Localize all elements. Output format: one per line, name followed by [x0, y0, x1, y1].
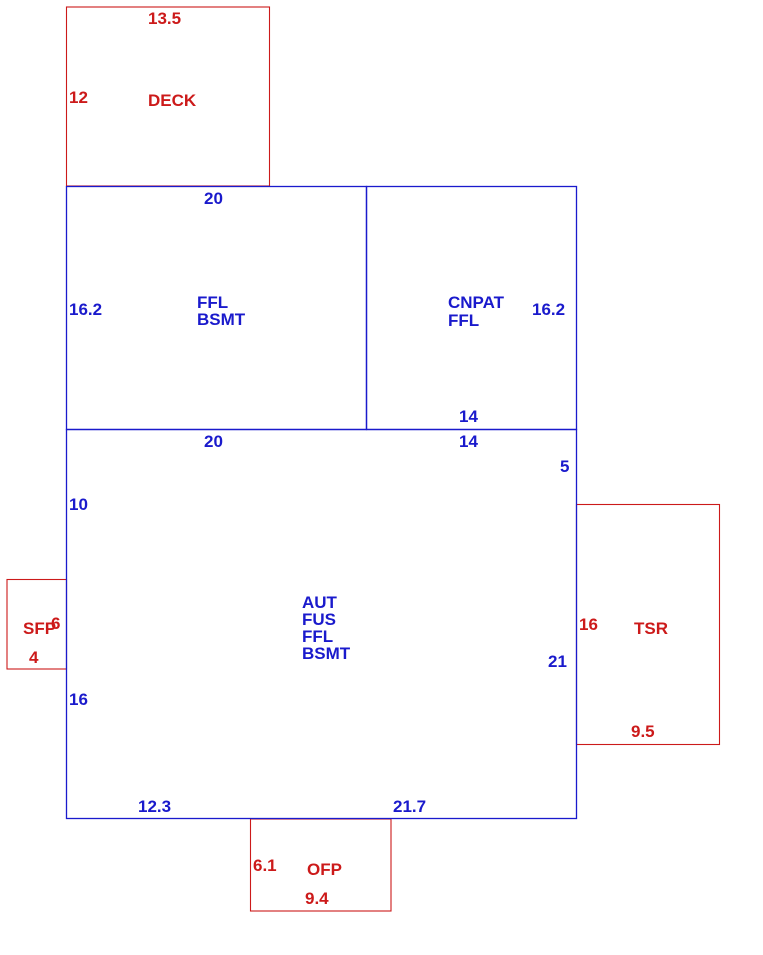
- main-right-top-dimension: 5: [560, 457, 569, 476]
- main-bottom-left-dimension: 12.3: [138, 797, 171, 816]
- upper-right-label-cnpat: CNPAT: [448, 293, 505, 312]
- main-top-left-dimension: 20: [204, 432, 223, 451]
- upper-left-left-dimension: 16.2: [69, 300, 102, 319]
- main-left-upper-dimension: 10: [69, 495, 88, 514]
- main-bottom-right-dimension: 21.7: [393, 797, 426, 816]
- tsr-label: TSR: [634, 619, 668, 638]
- sfp-label: SFP: [23, 619, 56, 638]
- main-room-outline: [65, 428, 578, 820]
- upper-right-label-ffl: FFL: [448, 311, 479, 330]
- ofp-bottom-dimension: 9.4: [305, 889, 329, 908]
- main-label-bsmt: BSMT: [302, 644, 351, 663]
- tsr-bottom-dimension: 9.5: [631, 722, 655, 741]
- upper-right-bottom-dimension: 14: [459, 407, 478, 426]
- main-label-fus: FUS: [302, 610, 336, 629]
- main-label-aut: AUT: [302, 593, 338, 612]
- upper-left-label-ffl: FFL: [197, 293, 228, 312]
- main-top-right-dimension: 14: [459, 432, 478, 451]
- deck-label: DECK: [148, 91, 197, 110]
- main-right-lower-dimension: 21: [548, 652, 567, 671]
- main-left-lower-dimension: 16: [69, 690, 88, 709]
- deck-top-dimension: 13.5: [148, 9, 181, 28]
- upper-left-top-dimension: 20: [204, 189, 223, 208]
- main-label-ffl: FFL: [302, 627, 333, 646]
- tsr-left-dimension: 16: [579, 615, 598, 634]
- sfp-width-dimension: 4: [29, 648, 39, 667]
- ofp-label: OFP: [307, 860, 342, 879]
- deck-left-dimension: 12: [69, 88, 88, 107]
- sfp-height-dimension: 6: [51, 614, 60, 633]
- ofp-left-dimension: 6.1: [253, 856, 277, 875]
- upper-right-right-dimension: 16.2: [532, 300, 565, 319]
- upper-left-label-bsmt: BSMT: [197, 310, 246, 329]
